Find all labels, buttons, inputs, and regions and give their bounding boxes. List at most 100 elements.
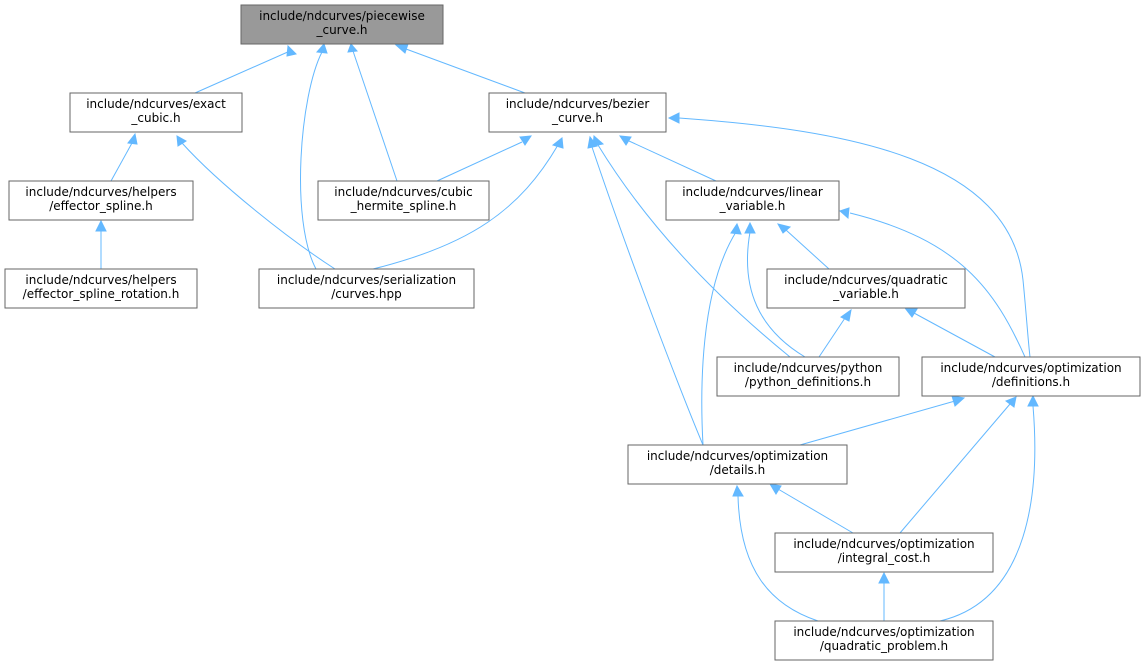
edge-line (372, 144, 559, 270)
edge-line (818, 317, 846, 358)
node-label-line: _curve.h (551, 111, 603, 125)
edge-arrowhead (127, 132, 138, 145)
edge-arrowhead (347, 43, 358, 53)
node-box (921, 356, 1141, 397)
edge-exact_cubic-to-effector_spline (110, 132, 138, 182)
node-serialization-curves[interactable]: include/ndcurves/serialization/curves.hp… (258, 268, 475, 309)
node-python-definitions[interactable]: include/ndcurves/python/python_definitio… (716, 356, 900, 397)
edge-line (405, 48, 526, 94)
edge-arrowhead (1027, 394, 1039, 407)
edge-arrowhead (286, 44, 297, 57)
node-box (774, 532, 994, 573)
node-label-line: include/ndcurves/quadratic (784, 273, 948, 287)
node-effector-spline-rotation[interactable]: include/ndcurves/helpers/effector_spline… (4, 268, 198, 309)
edge-line (777, 488, 854, 534)
edge-arrowhead (777, 223, 792, 234)
node-integral-cost[interactable]: include/ndcurves/optimization/integral_c… (774, 532, 994, 573)
edge-optimization_definitions-to-integral_cost (899, 396, 1017, 534)
node-label-line: include/ndcurves/helpers (25, 185, 176, 199)
edge-piecewise_curve-to-bezier_curve (394, 43, 526, 94)
node-quadratic-problem[interactable]: include/ndcurves/optimization/quadratic_… (774, 620, 994, 661)
node-label-line: /integral_cost.h (838, 551, 931, 565)
node-label-line: include/ndcurves/exact (86, 97, 226, 111)
edge-line (591, 146, 704, 446)
node-label-line: /python_definitions.h (745, 375, 871, 389)
edge-optimization_details-to-integral_cost (769, 483, 854, 534)
edge-bezier_curve-to-cubic_hermite_spline (436, 135, 532, 182)
node-box (766, 268, 966, 309)
edge-effector_spline-to-effector_spline_rotation (95, 219, 107, 269)
edge-bezier_curve-to-python_definitions (592, 134, 791, 358)
node-optimization-definitions[interactable]: include/ndcurves/optimization/definition… (921, 356, 1141, 397)
node-label-line: include/ndcurves/helpers (25, 273, 176, 287)
node-cubic-hermite-spline[interactable]: include/ndcurves/cubic_hermite_spline.h (317, 180, 490, 221)
edge-arrowhead (95, 219, 107, 232)
edge-arrowhead (730, 222, 742, 235)
node-label-line: include/ndcurves/optimization (793, 625, 974, 639)
node-label-line: _variable.h (832, 287, 899, 301)
node-linear-variable[interactable]: include/ndcurves/linear_variable.h (665, 180, 840, 221)
node-label-line: /effector_spline.h (49, 199, 153, 213)
edge-integral_cost-to-quadratic_problem (878, 571, 890, 621)
edge-arrowhead (903, 307, 918, 318)
edge-linear_variable-to-quadratic_variable (777, 223, 830, 270)
edge-arrowhead (667, 112, 680, 124)
edge-arrowhead (951, 395, 966, 407)
edge-arrowhead (839, 207, 850, 220)
edge-arrowhead (732, 484, 744, 497)
node-label-line: /quadratic_problem.h (820, 639, 948, 653)
node-box (69, 92, 243, 133)
edge-line (300, 51, 323, 270)
node-label-line: include/ndcurves/linear (682, 185, 823, 199)
edge-line (939, 405, 1036, 622)
edge-bezier_curve-to-optimization_details (587, 135, 704, 446)
edge-line (352, 50, 398, 182)
edge-line (628, 140, 717, 182)
node-label-line: include/ndcurves/python (734, 361, 883, 375)
node-label-line: _hermite_spline.h (350, 199, 457, 213)
edge-quadratic_variable-to-python_definitions (818, 308, 852, 358)
edge-line (597, 144, 791, 358)
edge-linear_variable-to-python_definitions (744, 221, 806, 358)
edge-arrowhead (769, 483, 782, 495)
edge-line (746, 231, 806, 358)
node-label-line: include/ndcurves/optimization (940, 361, 1121, 375)
node-box (258, 268, 475, 309)
edge-piecewise_curve-to-serialization_curves (300, 43, 328, 270)
node-label-line: /details.h (710, 463, 765, 477)
node-label-line: _curve.h (315, 23, 367, 37)
node-quadratic-variable[interactable]: include/ndcurves/quadratic_variable.h (766, 268, 966, 309)
edge-piecewise_curve-to-exact_cubic (194, 44, 297, 94)
edge-arrowhead (394, 43, 409, 54)
edge-quadratic_variable-to-optimization_definitions (903, 307, 996, 358)
edge-linear_variable-to-optimization_definitions (839, 207, 1026, 358)
edge-line (436, 141, 523, 182)
node-box (4, 268, 198, 309)
edge-line (913, 312, 996, 358)
node-effector-spline[interactable]: include/ndcurves/helpers/effector_spline… (8, 180, 194, 221)
edge-line (899, 403, 1011, 534)
node-label-line: include/ndcurves/bezier (506, 97, 650, 111)
edge-line (849, 212, 1026, 358)
node-box (627, 444, 848, 485)
node-exact-cubic[interactable]: include/ndcurves/exact_cubic.h (69, 92, 243, 133)
edge-arrowhead (315, 43, 328, 54)
edge-arrowhead (176, 135, 187, 147)
node-box (774, 620, 994, 661)
node-box (8, 180, 194, 221)
node-layer: include/ndcurves/piecewise_curve.hinclud… (4, 4, 1141, 661)
node-optimization-details[interactable]: include/ndcurves/optimization/details.h (627, 444, 848, 485)
node-bezier-curve[interactable]: include/ndcurves/bezier_curve.h (488, 92, 667, 133)
edge-optimization_definitions-to-optimization_details (799, 395, 966, 446)
edge-line (785, 229, 830, 270)
edge-arrowhead (551, 137, 564, 149)
node-label-line: include/ndcurves/cubic (334, 185, 472, 199)
edge-line (110, 142, 133, 182)
edge-line (737, 495, 819, 622)
node-label-line: _cubic.h (130, 111, 180, 125)
edge-bezier_curve-to-serialization_curves (372, 137, 564, 270)
edge-arrowhead (1004, 396, 1017, 408)
node-label-line: include/ndcurves/optimization (647, 449, 828, 463)
node-box (240, 4, 444, 45)
